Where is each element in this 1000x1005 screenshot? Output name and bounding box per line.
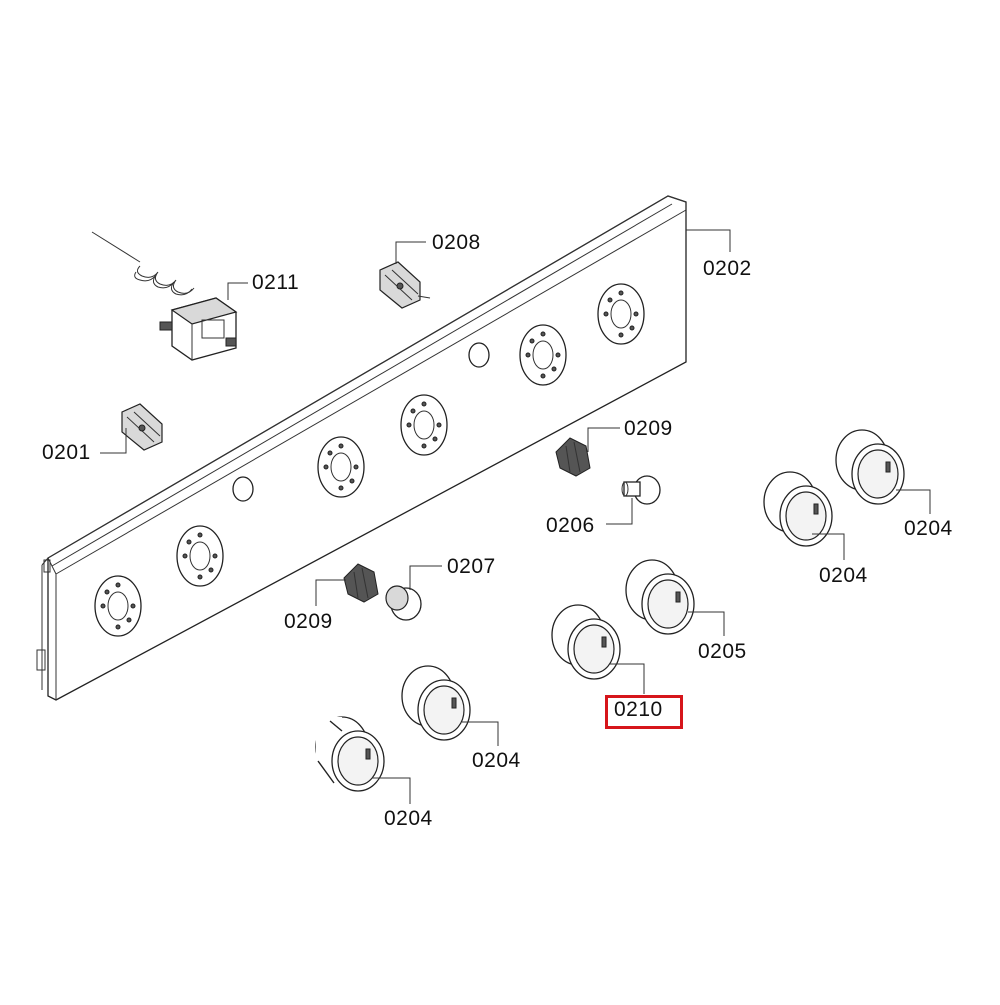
label-0210: 0210 [614, 698, 663, 721]
label-0209-lower: 0209 [284, 610, 333, 633]
part-0209-lower [343, 563, 379, 603]
label-0204-bottom-left: 0204 [384, 807, 433, 830]
label-0211: 0211 [252, 271, 300, 294]
part-0208 [379, 261, 431, 309]
label-0201: 0201 [42, 441, 91, 464]
part-0206 [621, 475, 661, 505]
knob-0204-right-lower [763, 471, 833, 547]
knobs [315, 429, 905, 792]
label-0207: 0207 [447, 555, 496, 578]
label-0206: 0206 [546, 514, 595, 537]
part-0209-upper [555, 437, 591, 477]
thermostat-0211 [91, 231, 238, 361]
part-0207 [385, 585, 422, 621]
label-0204-right-lower: 0204 [819, 564, 868, 587]
knob-0204-right-upper [835, 429, 905, 505]
knob-0210 [551, 604, 621, 680]
label-0205: 0205 [698, 640, 747, 663]
label-0204-bottom-mid: 0204 [472, 749, 521, 772]
knob-0204-bottom-left [315, 716, 385, 792]
knob-0204-bottom-mid [401, 665, 471, 741]
highlight-box-0210 [605, 695, 683, 729]
label-0208: 0208 [432, 231, 481, 254]
label-0209-upper: 0209 [624, 417, 673, 440]
leader-lines [100, 229, 931, 804]
label-0204-right-upper: 0204 [904, 517, 953, 540]
part-0201 [121, 403, 163, 451]
knob-0205 [625, 559, 695, 635]
label-0202: 0202 [703, 257, 752, 280]
panel-knob-holes [94, 283, 645, 637]
